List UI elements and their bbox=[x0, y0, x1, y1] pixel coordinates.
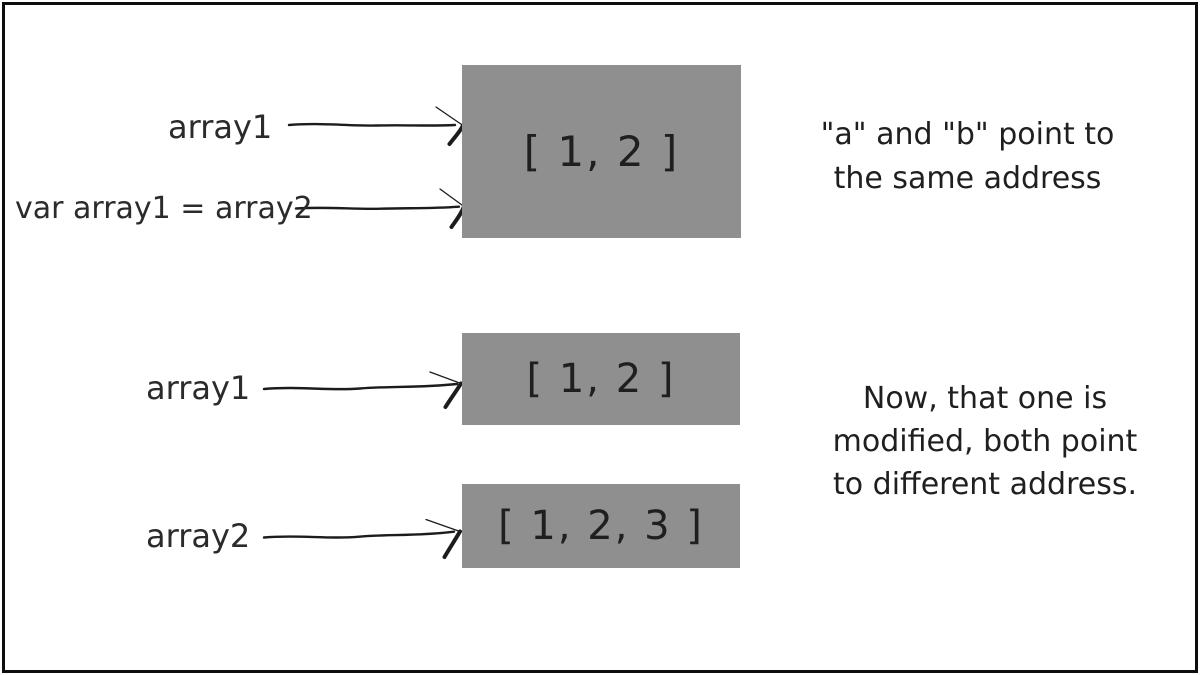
label-array1-bottom-section: array1 bbox=[146, 369, 251, 407]
memory-box-array2: [ 1, 2, 3 ] bbox=[462, 484, 740, 568]
note-same-address-line-2: the same address bbox=[833, 161, 1102, 196]
label-array1-top: array1 bbox=[168, 108, 273, 146]
label-array2-bottom-section: array2 bbox=[146, 517, 251, 555]
note-same-address: "a" and "b" point to the same address bbox=[800, 113, 1135, 201]
note-different-address-line-3: to different address. bbox=[833, 467, 1137, 502]
note-same-address-line-1: "a" and "b" point to bbox=[820, 117, 1115, 152]
memory-box-array1: [ 1, 2 ] bbox=[462, 333, 740, 425]
label-var-array1-equals-array2: var array1 = array2 bbox=[15, 191, 313, 226]
note-different-address: Now, that one is modified, both point to… bbox=[810, 377, 1160, 506]
note-different-address-line-2: modified, both point bbox=[832, 424, 1138, 459]
note-different-address-line-1: Now, that one is bbox=[862, 381, 1108, 416]
memory-box-shared: [ 1, 2 ] bbox=[462, 65, 741, 238]
